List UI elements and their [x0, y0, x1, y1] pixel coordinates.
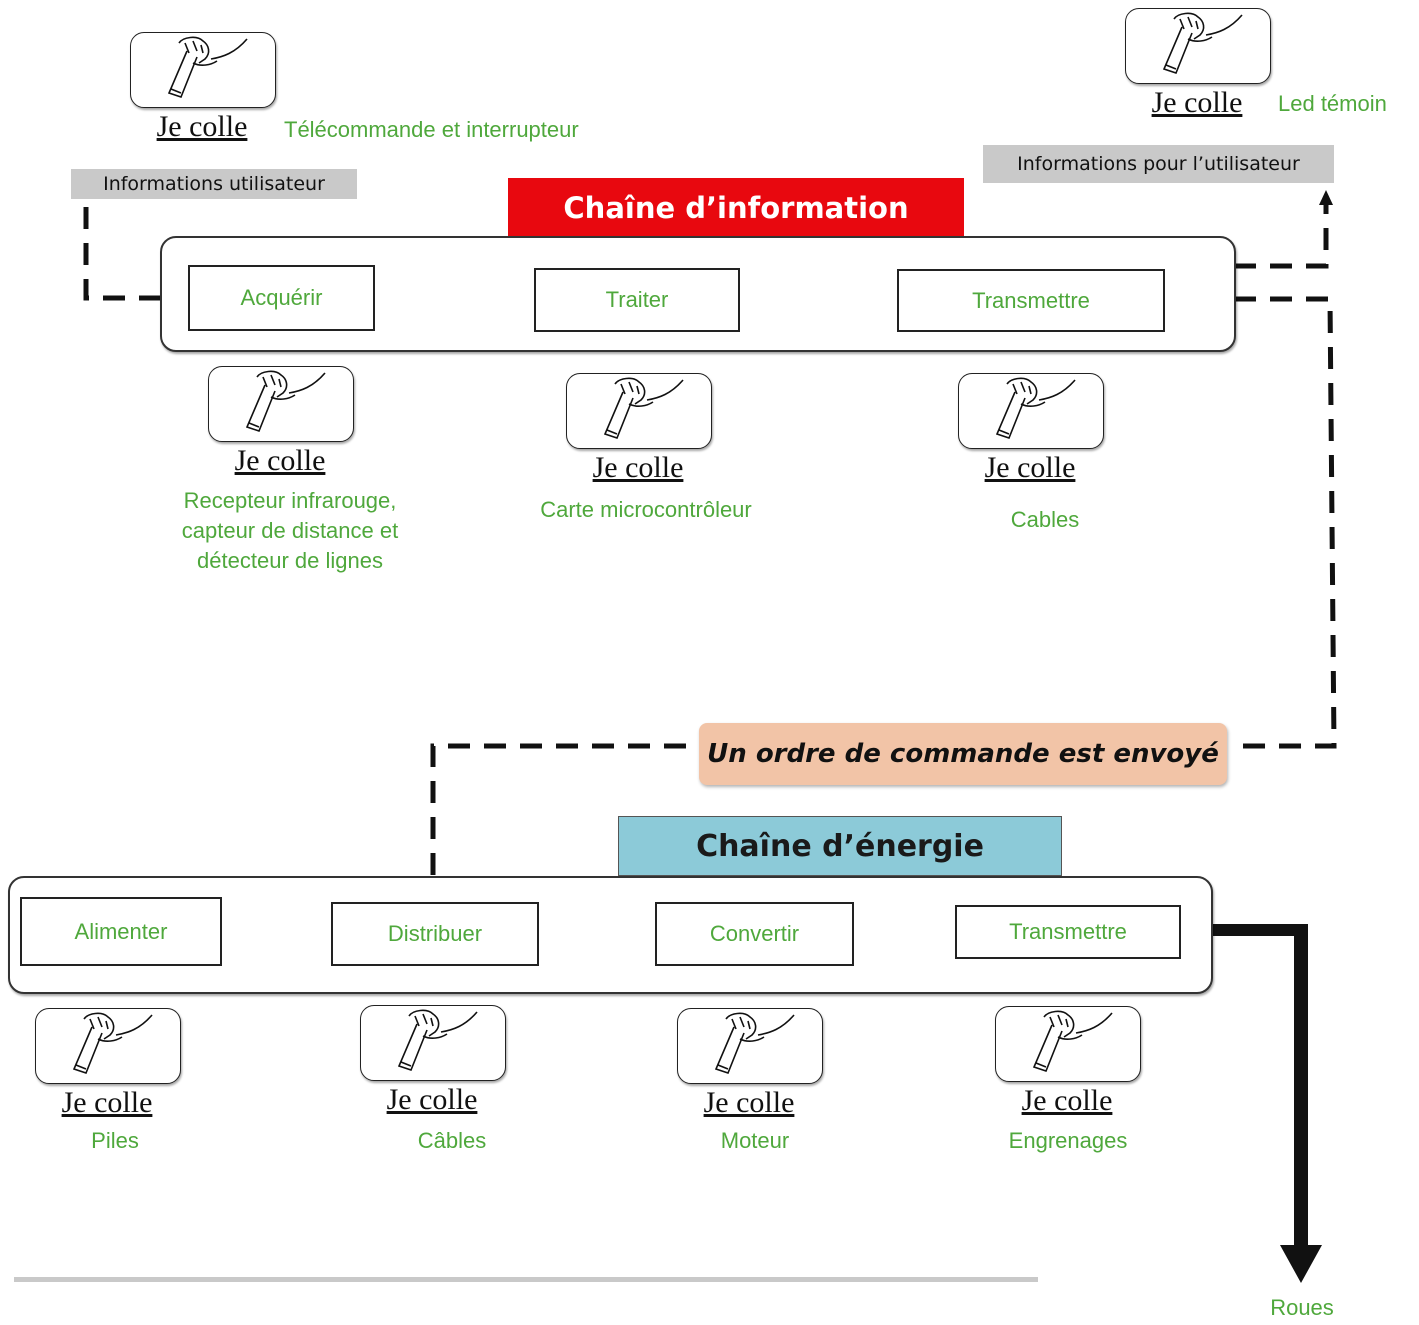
step-convert: Convertir	[655, 902, 854, 966]
component-convert: Moteur	[720, 1128, 790, 1153]
component-acquire-line-3: détecteur de lignes	[197, 548, 383, 573]
component-acquire-line-2: capteur de distance et	[181, 518, 399, 543]
glue-stick-icon	[35, 1008, 181, 1084]
step-process-label: Traiter	[605, 287, 669, 312]
glue-slot-supply[interactable]: Je colle	[35, 1008, 183, 1120]
step-supply: Alimenter	[20, 897, 222, 966]
glue-slot-distribute[interactable]: Je colle	[360, 1005, 508, 1117]
glue-label: Je colle	[984, 451, 1076, 484]
output-arrowhead	[1319, 190, 1333, 205]
component-transmit-info: Cables	[1010, 507, 1080, 532]
glue-slot-process[interactable]: Je colle	[566, 373, 714, 485]
glue-label: Je colle	[703, 1086, 795, 1119]
step-distribute-label: Distribuer	[387, 921, 483, 946]
glue-stick-icon	[995, 1006, 1141, 1082]
step-process: Traiter	[534, 268, 740, 332]
glue-slot-convert[interactable]: Je colle	[677, 1008, 825, 1120]
bottom-divider	[14, 1277, 1038, 1282]
glue-label: Je colle	[61, 1086, 153, 1119]
info-chain-title: Chaîne d’information	[508, 178, 964, 238]
glue-stick-icon	[677, 1008, 823, 1084]
glue-label: Je colle	[1021, 1084, 1113, 1117]
step-distribute: Distribuer	[331, 902, 539, 966]
input-info-label-text: Informations utilisateur	[103, 173, 325, 195]
component-output: Led témoin	[1278, 91, 1387, 116]
glue-stick-icon	[130, 32, 276, 108]
input-info-label: Informations utilisateur	[71, 169, 357, 199]
energy-chain-title: Chaîne d’énergie	[618, 816, 1062, 876]
step-supply-label: Alimenter	[74, 918, 168, 944]
component-acquire: Recepteur infrarouge, capteur de distanc…	[140, 486, 440, 576]
step-convert-label: Convertir	[709, 921, 800, 946]
glue-slot-transmit-info[interactable]: Je colle	[958, 373, 1106, 485]
component-process: Carte microcontrôleur	[540, 497, 752, 522]
glue-label: Je colle	[386, 1083, 478, 1116]
component-distribute: Câbles	[417, 1128, 487, 1153]
component-transmit-energy: Engrenages	[1008, 1128, 1128, 1153]
output-info-label-text: Informations pour l’utilisateur	[1017, 153, 1300, 175]
output-dashed-connector	[1234, 200, 1329, 269]
glue-slot-input[interactable]: Je colle	[130, 32, 278, 144]
input-dashed-connector	[83, 207, 176, 301]
glue-slot-transmit-energy[interactable]: Je colle	[995, 1006, 1143, 1118]
step-transmit-energy-label: Transmettre	[1009, 919, 1127, 944]
info-chain-title-text: Chaîne d’information	[563, 191, 909, 225]
glue-label: Je colle	[156, 110, 248, 143]
step-acquire-label: Acquérir	[240, 285, 323, 310]
energy-chain-title-text: Chaîne d’énergie	[696, 828, 984, 864]
order-dashed-connector	[1232, 296, 1337, 749]
step-transmit-energy: Transmettre	[955, 905, 1181, 959]
wheels-arrow	[1212, 924, 1322, 1283]
glue-slot-acquire[interactable]: Je colle	[208, 366, 356, 478]
glue-stick-icon	[958, 373, 1104, 449]
component-supply: Piles	[91, 1128, 139, 1153]
order-dashed-connector-left	[430, 743, 686, 882]
step-transmit-info: Transmettre	[897, 269, 1165, 332]
step-transmit-info-label: Transmettre	[972, 287, 1090, 313]
glue-slot-output[interactable]: Je colle	[1125, 8, 1273, 120]
order-label-text: Un ordre de commande est envoyé	[707, 739, 1219, 769]
output-info-label: Informations pour l’utilisateur	[983, 145, 1334, 183]
glue-stick-icon	[566, 373, 712, 449]
glue-stick-icon	[360, 1005, 506, 1081]
step-acquire: Acquérir	[188, 265, 375, 331]
glue-label: Je colle	[592, 451, 684, 484]
component-wheels: Roues	[1270, 1295, 1334, 1320]
glue-label: Je colle	[1151, 86, 1243, 119]
order-label: Un ordre de commande est envoyé	[699, 723, 1227, 785]
glue-label: Je colle	[234, 444, 326, 477]
component-acquire-line-1: Recepteur infrarouge,	[183, 488, 397, 513]
component-input: Télécommande et interrupteur	[284, 117, 579, 142]
glue-stick-icon	[208, 366, 354, 442]
glue-stick-icon	[1125, 8, 1271, 84]
